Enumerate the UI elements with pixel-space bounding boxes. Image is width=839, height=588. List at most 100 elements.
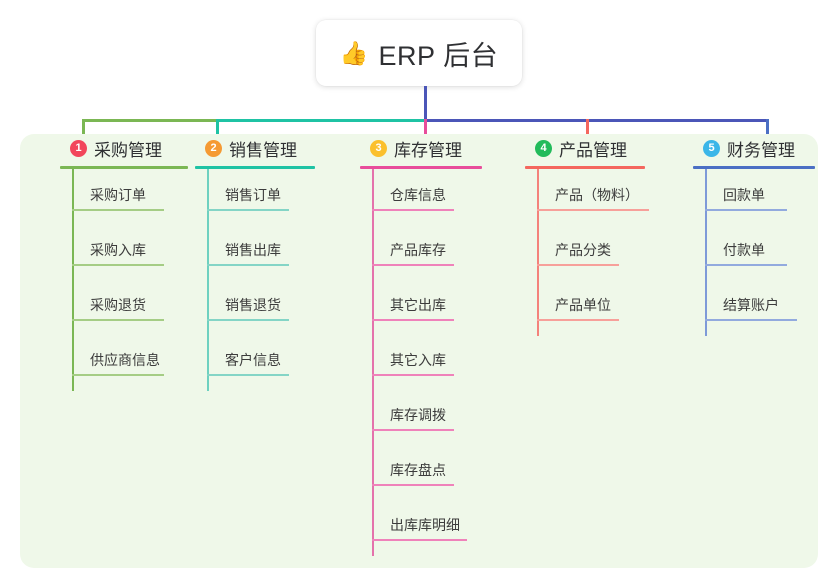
item-underline bbox=[207, 264, 289, 266]
list-item[interactable]: 采购退货 bbox=[60, 279, 210, 334]
item-label: 产品分类 bbox=[555, 242, 611, 258]
list-item[interactable]: 销售退货 bbox=[195, 279, 340, 334]
list-item[interactable]: 仓库信息 bbox=[360, 169, 510, 224]
item-label: 结算账户 bbox=[723, 297, 779, 313]
item-label: 产品（物料） bbox=[555, 187, 639, 203]
item-label: 销售出库 bbox=[225, 242, 281, 258]
list-item[interactable]: 产品分类 bbox=[525, 224, 680, 279]
root-node[interactable]: 👍 ERP 后台 bbox=[316, 20, 522, 86]
bus-segment-3 bbox=[424, 119, 769, 122]
list-item[interactable]: 产品单位 bbox=[525, 279, 680, 334]
branch-badge-1: 1 bbox=[70, 139, 87, 157]
item-label: 采购入库 bbox=[90, 242, 146, 258]
branch-items-5: 回款单 付款单 结算账户 bbox=[693, 169, 838, 344]
branch-title-2: 销售管理 bbox=[229, 140, 297, 160]
branch-header-2[interactable]: 2 销售管理 bbox=[195, 134, 340, 162]
list-item[interactable]: 付款单 bbox=[693, 224, 838, 279]
item-label: 产品库存 bbox=[390, 242, 446, 258]
item-label: 出库库明细 bbox=[390, 517, 460, 533]
item-underline bbox=[705, 264, 787, 266]
branch-spine-1 bbox=[72, 169, 74, 391]
list-item[interactable]: 采购入库 bbox=[60, 224, 210, 279]
branch-badge-3: 3 bbox=[370, 139, 387, 157]
branch-column-product: 4 产品管理 产品（物料） 产品分类 产品单位 bbox=[525, 134, 680, 344]
branch-items-3: 仓库信息 产品库存 其它出库 其它入库 库存调拨 库存盘点 bbox=[360, 169, 510, 564]
list-item[interactable]: 回款单 bbox=[693, 169, 838, 224]
list-item[interactable]: 出库库明细 bbox=[360, 499, 510, 554]
branch-header-3[interactable]: 3 库存管理 bbox=[360, 134, 510, 162]
item-underline bbox=[372, 539, 467, 541]
list-item[interactable]: 库存调拨 bbox=[360, 389, 510, 444]
item-underline bbox=[207, 209, 289, 211]
item-label: 产品单位 bbox=[555, 297, 611, 313]
item-label: 其它入库 bbox=[390, 352, 446, 368]
item-underline bbox=[372, 209, 454, 211]
item-underline bbox=[372, 264, 454, 266]
branch-items-4: 产品（物料） 产品分类 产品单位 bbox=[525, 169, 680, 344]
branch-badge-2: 2 bbox=[205, 139, 222, 157]
item-underline bbox=[705, 319, 797, 321]
list-item[interactable]: 供应商信息 bbox=[60, 334, 210, 389]
item-label: 其它出库 bbox=[390, 297, 446, 313]
branch-underline-3 bbox=[360, 166, 482, 169]
list-item[interactable]: 采购订单 bbox=[60, 169, 210, 224]
root-trunk-connector bbox=[424, 86, 427, 122]
list-item[interactable]: 销售出库 bbox=[195, 224, 340, 279]
branch-column-finance: 5 财务管理 回款单 付款单 结算账户 bbox=[693, 134, 838, 344]
item-label: 供应商信息 bbox=[90, 352, 160, 368]
list-item[interactable]: 销售订单 bbox=[195, 169, 340, 224]
list-item[interactable]: 库存盘点 bbox=[360, 444, 510, 499]
bus-segment-2 bbox=[216, 119, 426, 122]
branch-column-purchasing: 1 采购管理 采购订单 采购入库 采购退货 供应商信息 bbox=[60, 134, 210, 399]
branch-column-sales: 2 销售管理 销售订单 销售出库 销售退货 客户信息 bbox=[195, 134, 340, 399]
item-label: 仓库信息 bbox=[390, 187, 446, 203]
list-item[interactable]: 其它出库 bbox=[360, 279, 510, 334]
list-item[interactable]: 结算账户 bbox=[693, 279, 838, 334]
item-underline bbox=[537, 209, 649, 211]
item-label: 回款单 bbox=[723, 187, 765, 203]
item-underline bbox=[207, 319, 289, 321]
item-underline bbox=[72, 374, 164, 376]
item-underline bbox=[72, 319, 164, 321]
root-node-label: ERP 后台 bbox=[378, 40, 499, 71]
branch-header-5[interactable]: 5 财务管理 bbox=[693, 134, 838, 162]
branch-badge-4: 4 bbox=[535, 139, 552, 157]
branch-header-1[interactable]: 1 采购管理 bbox=[60, 134, 210, 162]
branch-drop-4 bbox=[586, 119, 589, 146]
root-node-content: 👍 ERP 后台 bbox=[340, 34, 498, 73]
item-underline bbox=[72, 264, 164, 266]
branch-header-4[interactable]: 4 产品管理 bbox=[525, 134, 680, 162]
item-label: 客户信息 bbox=[225, 352, 281, 368]
branch-title-3: 库存管理 bbox=[394, 140, 462, 160]
branch-items-2: 销售订单 销售出库 销售退货 客户信息 bbox=[195, 169, 340, 399]
branch-drop-2 bbox=[216, 119, 219, 146]
branch-items-1: 采购订单 采购入库 采购退货 供应商信息 bbox=[60, 169, 210, 399]
item-underline bbox=[705, 209, 787, 211]
list-item[interactable]: 其它入库 bbox=[360, 334, 510, 389]
branch-underline-2 bbox=[195, 166, 315, 169]
branch-underline-1 bbox=[60, 166, 188, 169]
item-label: 库存调拨 bbox=[390, 407, 446, 423]
branch-spine-5 bbox=[705, 169, 707, 336]
item-label: 采购退货 bbox=[90, 297, 146, 313]
branch-underline-5 bbox=[693, 166, 815, 169]
item-label: 销售退货 bbox=[225, 297, 281, 313]
branch-spine-4 bbox=[537, 169, 539, 336]
bus-segment-1 bbox=[82, 119, 218, 122]
item-underline bbox=[372, 429, 454, 431]
list-item[interactable]: 产品（物料） bbox=[525, 169, 680, 224]
item-underline bbox=[537, 319, 619, 321]
list-item[interactable]: 产品库存 bbox=[360, 224, 510, 279]
item-underline bbox=[372, 484, 454, 486]
item-label: 销售订单 bbox=[225, 187, 281, 203]
list-item[interactable]: 客户信息 bbox=[195, 334, 340, 389]
branch-badge-5: 5 bbox=[703, 139, 720, 157]
branch-spine-3 bbox=[372, 169, 374, 556]
branch-title-5: 财务管理 bbox=[727, 140, 795, 160]
branch-title-4: 产品管理 bbox=[559, 140, 627, 160]
item-underline bbox=[537, 264, 619, 266]
branch-drop-5 bbox=[766, 119, 769, 146]
thumbs-up-icon: 👍 bbox=[339, 39, 369, 66]
item-label: 采购订单 bbox=[90, 187, 146, 203]
item-label: 付款单 bbox=[723, 242, 765, 258]
